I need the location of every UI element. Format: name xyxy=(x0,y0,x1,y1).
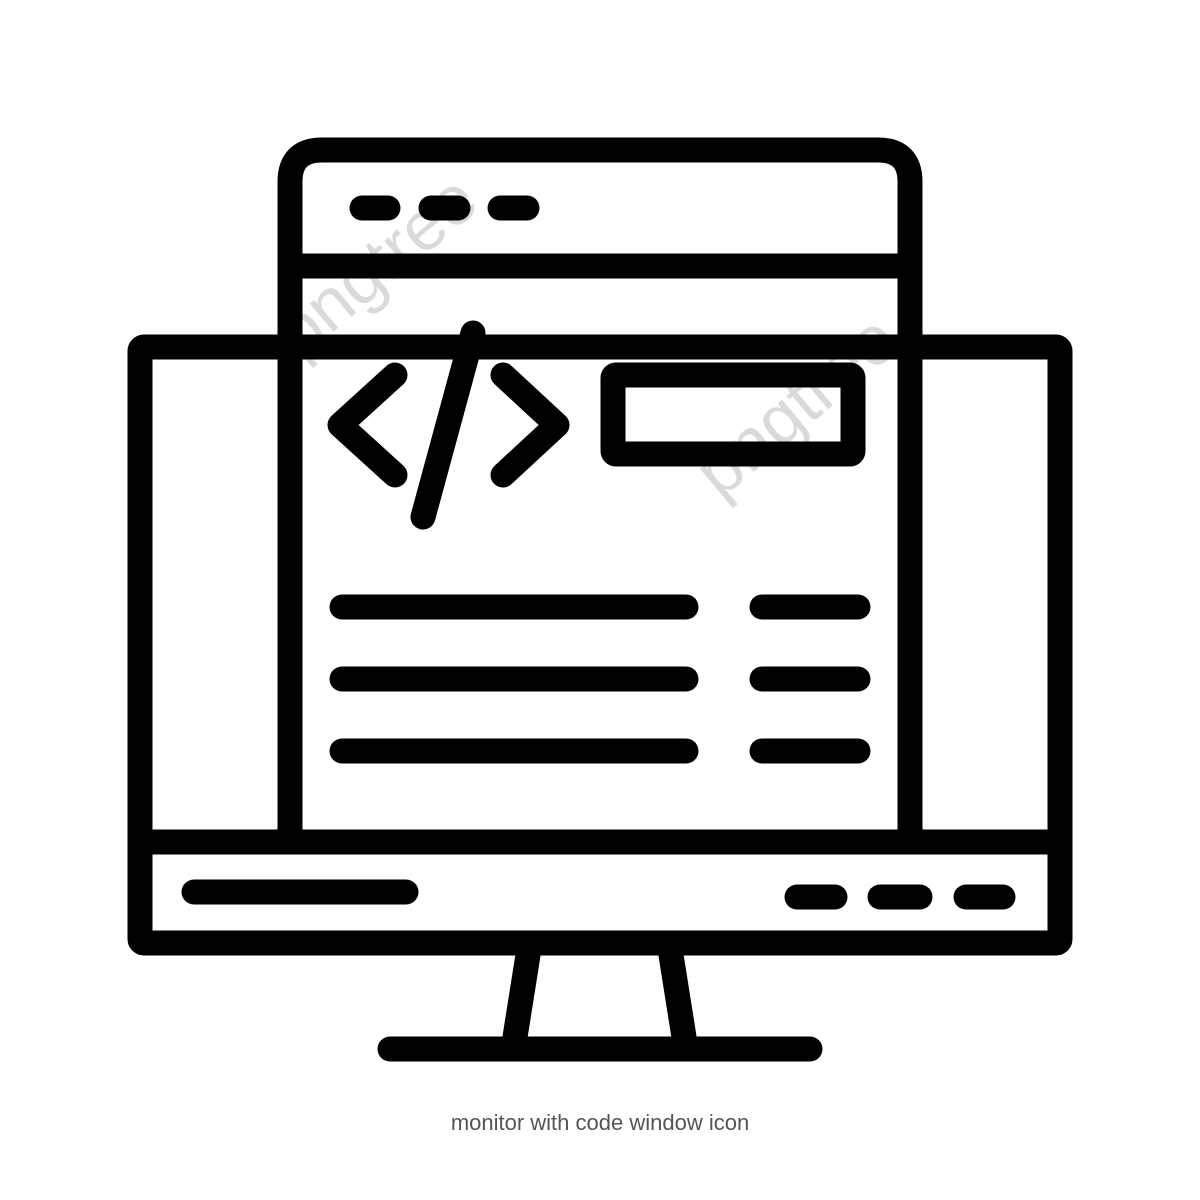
stand-left-leg xyxy=(502,942,541,1050)
content-lines xyxy=(329,594,871,764)
illustration-caption: monitor with code window icon xyxy=(450,1110,750,1135)
monitor-frame xyxy=(127,334,1073,956)
input-box xyxy=(600,362,866,467)
code-right-bracket xyxy=(490,362,570,488)
browser-frame xyxy=(277,137,923,855)
browser-window xyxy=(277,137,923,855)
monitor-stand xyxy=(377,942,823,1062)
watermark: pngtree xyxy=(680,299,912,511)
code-left-bracket xyxy=(327,362,408,488)
code-icon xyxy=(327,320,570,530)
stand-right-leg xyxy=(658,942,697,1050)
code-slash xyxy=(410,320,486,530)
